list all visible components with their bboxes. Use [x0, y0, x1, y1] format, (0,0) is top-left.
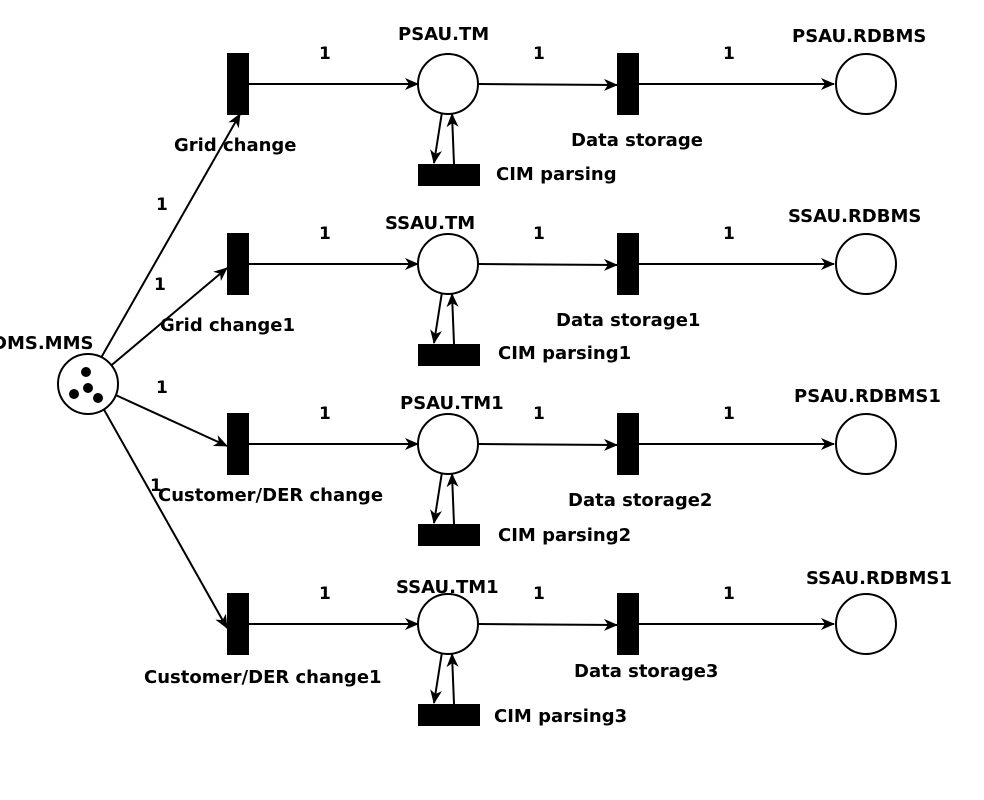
place-label-rdbms: PSAU.RDBMS — [792, 26, 926, 47]
place-label-rdbms: SSAU.RDBMS1 — [806, 568, 952, 589]
transition-cim-parsing[interactable] — [418, 344, 480, 366]
transition-change[interactable] — [227, 593, 249, 655]
arc-tm-to-storage — [477, 78, 618, 91]
transition-label-data-storage: Data storage2 — [568, 490, 712, 511]
transition-label-change: Grid change — [174, 135, 297, 156]
arc-weight-storage-rdbms: 1 — [723, 224, 735, 244]
arc-parsing-to-tm — [446, 293, 459, 345]
arc-weight-tm-storage: 1 — [533, 44, 545, 64]
arc-source-to-change — [100, 113, 241, 358]
place-label-rdbms: SSAU.RDBMS — [788, 206, 921, 227]
arc-weight-change-tm: 1 — [319, 404, 331, 424]
transition-label-data-storage: Data storage — [571, 130, 703, 151]
transition-label-change: Customer/DER change1 — [144, 667, 382, 688]
arc-tm-to-parsing — [430, 471, 443, 524]
transition-data-storage[interactable] — [617, 593, 639, 655]
place-label-tm: SSAU.TM1 — [396, 577, 499, 598]
arc-weight-change-tm: 1 — [319, 224, 331, 244]
transition-cim-parsing[interactable] — [418, 164, 480, 186]
arc-source-to-change — [115, 394, 228, 447]
arc-parsing-to-tm — [446, 473, 459, 525]
place-tm[interactable] — [417, 413, 479, 475]
arc-source-to-change — [103, 408, 228, 629]
arc-weight-storage-rdbms: 1 — [723, 584, 735, 604]
transition-change[interactable] — [227, 53, 249, 115]
arc-weight-tm-storage: 1 — [533, 404, 545, 424]
arc-parsing-to-tm — [446, 653, 459, 705]
arc-tm-to-storage — [477, 438, 618, 451]
arc-weight-source: 1 — [150, 476, 162, 496]
place-label-tm: SSAU.TM — [385, 213, 475, 234]
transition-label-change: Grid change1 — [160, 315, 295, 336]
arc-weight-change-tm: 1 — [319, 584, 331, 604]
transition-cim-parsing[interactable] — [418, 524, 480, 546]
arc-weight-source: 1 — [156, 378, 168, 398]
arc-weight-tm-storage: 1 — [533, 224, 545, 244]
arc-tm-to-parsing — [430, 111, 443, 164]
transition-label-data-storage: Data storage3 — [574, 661, 718, 682]
transition-label-cim-parsing: CIM parsing3 — [494, 706, 627, 727]
place-rdbms[interactable] — [835, 413, 897, 475]
token — [93, 393, 103, 403]
transition-label-cim-parsing: CIM parsing — [496, 164, 617, 185]
place-label-tm: PSAU.TM — [398, 24, 489, 45]
transition-change[interactable] — [227, 413, 249, 475]
arc-weight-source: 1 — [156, 195, 168, 215]
arc-weight-source: 1 — [154, 275, 166, 295]
transition-cim-parsing[interactable] — [418, 704, 480, 726]
place-label-source: DMS.MMS — [0, 333, 93, 354]
arc-tm-to-parsing — [430, 291, 443, 344]
place-rdbms[interactable] — [835, 233, 897, 295]
place-tm[interactable] — [417, 53, 479, 115]
arc-weight-change-tm: 1 — [319, 44, 331, 64]
place-label-tm: PSAU.TM1 — [400, 393, 504, 414]
transition-label-cim-parsing: CIM parsing2 — [498, 525, 631, 546]
place-label-rdbms: PSAU.RDBMS1 — [794, 386, 941, 407]
transition-label-change: Customer/DER change — [158, 485, 383, 506]
place-tm[interactable] — [417, 233, 479, 295]
transition-data-storage[interactable] — [617, 53, 639, 115]
transition-data-storage[interactable] — [617, 413, 639, 475]
transition-data-storage[interactable] — [617, 233, 639, 295]
token — [69, 389, 79, 399]
arc-tm-to-parsing — [430, 651, 443, 704]
place-rdbms[interactable] — [835, 53, 897, 115]
arc-source-to-change — [110, 267, 228, 367]
arc-tm-to-storage — [477, 618, 618, 631]
place-tm[interactable] — [417, 593, 479, 655]
transition-change[interactable] — [227, 233, 249, 295]
token — [83, 383, 93, 393]
transition-label-cim-parsing: CIM parsing1 — [498, 343, 631, 364]
arc-weight-storage-rdbms: 1 — [723, 404, 735, 424]
token — [81, 367, 91, 377]
place-rdbms[interactable] — [835, 593, 897, 655]
arc-tm-to-storage — [477, 258, 618, 271]
arc-parsing-to-tm — [446, 113, 459, 165]
arc-weight-storage-rdbms: 1 — [723, 44, 735, 64]
transition-label-data-storage: Data storage1 — [556, 310, 700, 331]
arc-weight-tm-storage: 1 — [533, 584, 545, 604]
